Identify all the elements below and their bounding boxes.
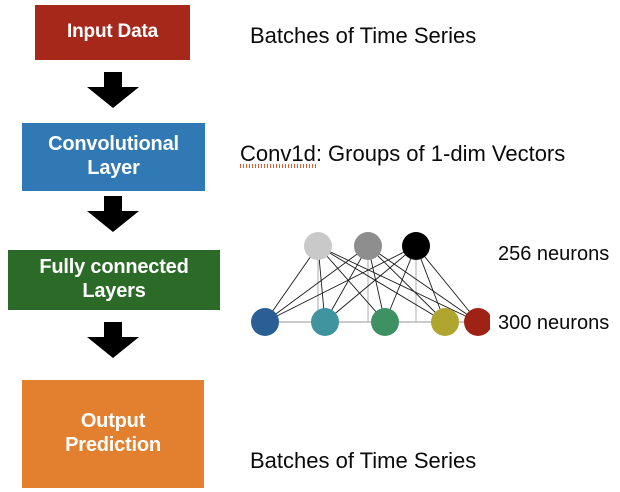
network-edge [367,245,479,323]
network-edge [317,245,446,323]
network-edge [264,245,369,323]
network-edge [367,245,446,323]
flow-box-convolutional-layer: Convolutional Layer [22,123,205,191]
flow-box-fully-connected-layers-label: Fully connected Layers [39,256,189,302]
network-edge [415,245,479,323]
network-top-layer-label: 256 neurons [498,243,610,265]
neural-network-graph [251,232,490,336]
network-node-bottom-0 [251,308,279,336]
network-bottom-layer-label: 300 neurons [498,312,610,334]
network-edge [264,245,319,323]
down-arrow-icon [87,196,139,232]
network-edge [317,245,479,323]
network-node-bottom-2 [371,308,399,336]
flow-box-output-prediction-label: Output Prediction [65,410,161,456]
caption-output-description: Batches of Time Series [250,448,477,473]
caption-conv-description: Conv1d: Groups of 1-dim Vectors [240,141,566,166]
spellcheck-underline-icon [240,164,318,168]
network-edge [324,245,369,323]
network-edge [317,245,386,323]
flow-box-input-data-label: Input Data [67,21,158,43]
caption-input-description: Batches of Time Series [250,23,477,48]
flow-box-output-prediction: Output Prediction [22,380,204,488]
down-arrow-icon [87,72,139,108]
flow-box-fully-connected-layers: Fully connected Layers [8,250,220,310]
network-node-bottom-4 [464,308,490,336]
network-edge [324,245,417,323]
network-node-top-2 [402,232,430,260]
flow-box-convolutional-layer-label: Convolutional Layer [48,133,179,179]
network-node-top-1 [354,232,382,260]
network-node-bottom-3 [431,308,459,336]
network-node-bottom-1 [311,308,339,336]
network-nodes [251,232,490,336]
down-arrow-icon [87,322,139,358]
network-node-top-0 [304,232,332,260]
flow-box-input-data: Input Data [35,5,190,60]
network-edge [264,245,417,323]
